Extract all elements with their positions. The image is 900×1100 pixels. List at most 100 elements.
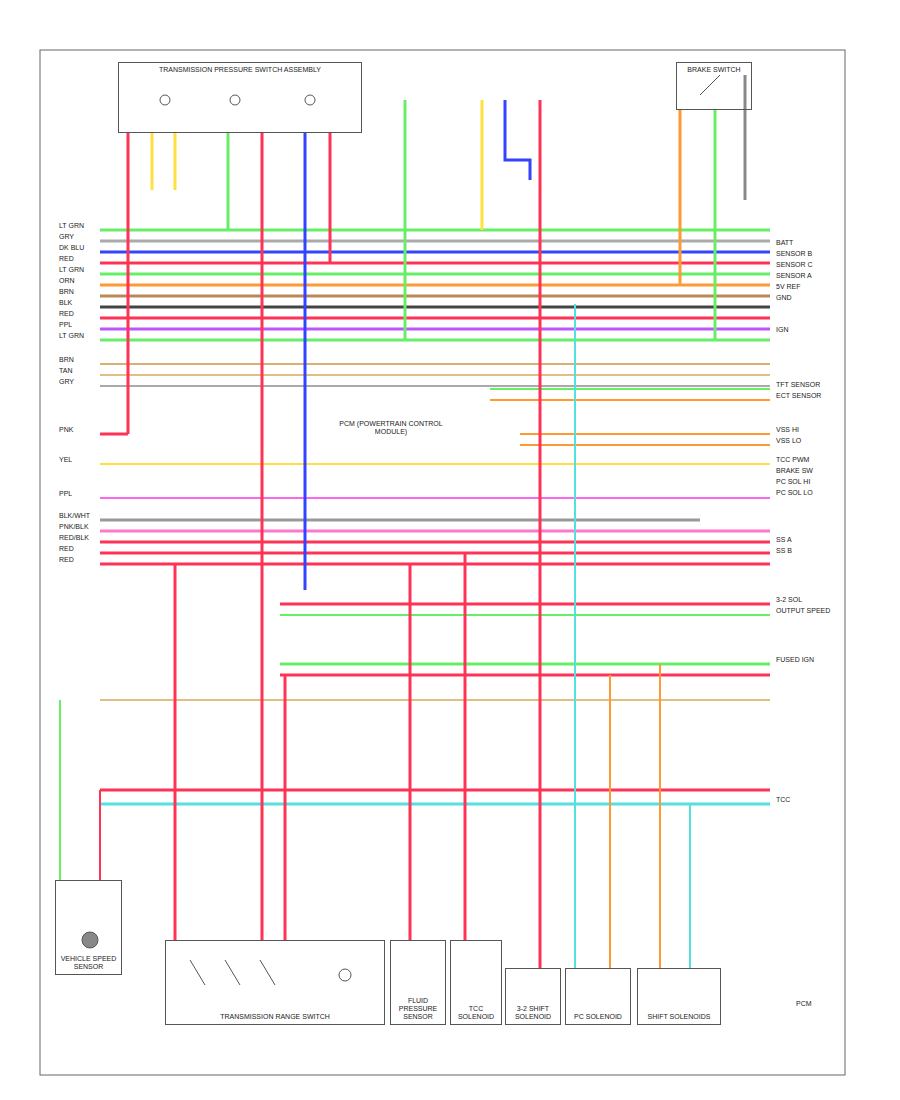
pin-signal-label: BRAKE SW: [775, 467, 814, 475]
wire-color-label: GRY: [58, 378, 75, 386]
component-label: 3-2 SHIFT SOLENOID: [509, 1005, 557, 1021]
component-label: BRAKE SWITCH: [680, 66, 748, 74]
pin-signal-label: 5V REF: [775, 283, 802, 291]
wire: [284, 675, 287, 940]
wire: [100, 251, 770, 254]
component-box: 3-2 SHIFT SOLENOID: [505, 968, 561, 1025]
wire: [99, 790, 101, 880]
solenoid-symbol: [339, 969, 351, 981]
frame: [40, 50, 845, 1075]
wire: [744, 75, 747, 200]
wire: [100, 273, 770, 276]
switch-symbol: [225, 960, 240, 985]
wire: [539, 100, 542, 968]
wire: [490, 388, 770, 390]
wire: [490, 399, 770, 401]
component-box: TCC SOLENOID: [450, 940, 502, 1025]
pin-signal-label: VSS LO: [775, 437, 802, 445]
switch-symbol: [260, 960, 275, 985]
wire: [520, 444, 770, 446]
pin-signal-label: OUTPUT SPEED: [775, 607, 831, 615]
wire: [505, 100, 530, 180]
pin-signal-label: 3-2 SOL: [775, 596, 803, 604]
module-label: PCM: [795, 1000, 813, 1008]
component-box: VEHICLE SPEED SENSOR: [55, 880, 122, 975]
wire: [100, 519, 700, 522]
wire: [679, 110, 682, 285]
wire: [100, 374, 770, 376]
wire: [280, 614, 770, 616]
pin-signal-label: SENSOR A: [775, 272, 813, 280]
wire: [100, 284, 770, 287]
component-box: TRANSMISSION PRESSURE SWITCH ASSEMBLY: [118, 62, 362, 133]
wire: [464, 553, 467, 940]
pin-signal-label: TFT SENSOR: [775, 381, 821, 389]
wire: [100, 530, 770, 533]
wire: [100, 497, 770, 499]
wire-color-label: RED: [58, 545, 75, 553]
wire: [100, 262, 770, 265]
wire: [100, 363, 770, 365]
wire-color-label: LT GRN: [58, 222, 85, 230]
wire: [100, 339, 770, 342]
component-label: FLUID PRESSURE SENSOR: [394, 997, 442, 1021]
wire-color-label: BLK: [58, 299, 73, 307]
wire-color-label: BLK/WHT: [58, 512, 91, 520]
sensor-symbol: [82, 932, 98, 948]
wire: [280, 674, 770, 677]
wire: [100, 541, 770, 544]
pin-signal-label: FUSED IGN: [775, 656, 815, 664]
wire: [100, 563, 770, 566]
pin-signal-label: SS B: [775, 547, 793, 555]
wire: [127, 133, 130, 434]
wire-color-label: TAN: [58, 367, 73, 375]
pin-signal-label: IGN: [775, 326, 789, 334]
wire: [100, 699, 770, 701]
pin-signal-label: PC SOL LO: [775, 489, 814, 497]
pin-signal-label: ECT SENSOR: [775, 392, 822, 400]
switch-symbol: [305, 95, 315, 105]
wire: [174, 133, 177, 190]
wire: [100, 433, 128, 436]
wire: [404, 100, 407, 340]
component-label: TRANSMISSION RANGE SWITCH: [169, 1013, 381, 1021]
component-label: PC SOLENOID: [569, 1013, 627, 1021]
wire: [227, 133, 230, 230]
switch-symbol: [700, 75, 720, 95]
component-label: SHIFT SOLENOIDS: [641, 1013, 717, 1021]
pin-signal-label: PC SOL HI: [775, 478, 811, 486]
module-label: PCM (POWERTRAIN CONTROL MODULE): [330, 420, 452, 435]
pin-signal-label: SENSOR B: [775, 250, 813, 258]
switch-symbol: [190, 960, 205, 985]
wire: [100, 385, 770, 387]
pin-signal-label: GND: [775, 294, 793, 302]
wire: [100, 789, 770, 792]
wire: [280, 603, 770, 606]
wire: [520, 433, 770, 435]
switch-symbol: [230, 95, 240, 105]
wire: [151, 133, 154, 190]
component-box: FLUID PRESSURE SENSOR: [390, 940, 446, 1025]
wire-color-label: PNK/BLK: [58, 523, 90, 531]
wire-color-label: PPL: [58, 321, 73, 329]
wire-color-label: RED/BLK: [58, 534, 90, 542]
wire-color-label: RED: [58, 255, 75, 263]
pin-signal-label: BATT: [775, 239, 794, 247]
wire-color-label: ORN: [58, 277, 76, 285]
pin-signal-label: TCC: [775, 796, 791, 804]
wire: [689, 804, 691, 968]
switch-symbol: [160, 95, 170, 105]
wire-color-label: BRN: [58, 288, 75, 296]
wire: [574, 304, 576, 968]
wire-color-label: YEL: [58, 456, 73, 464]
wire: [100, 240, 770, 243]
wire: [100, 295, 770, 298]
wire: [100, 552, 770, 555]
wire-color-label: DK BLU: [58, 244, 85, 252]
component-box: PC SOLENOID: [565, 968, 631, 1025]
wire-color-label: PNK: [58, 426, 74, 434]
pin-signal-label: VSS HI: [775, 426, 800, 434]
wire: [304, 133, 307, 590]
component-label: VEHICLE SPEED SENSOR: [59, 955, 118, 971]
